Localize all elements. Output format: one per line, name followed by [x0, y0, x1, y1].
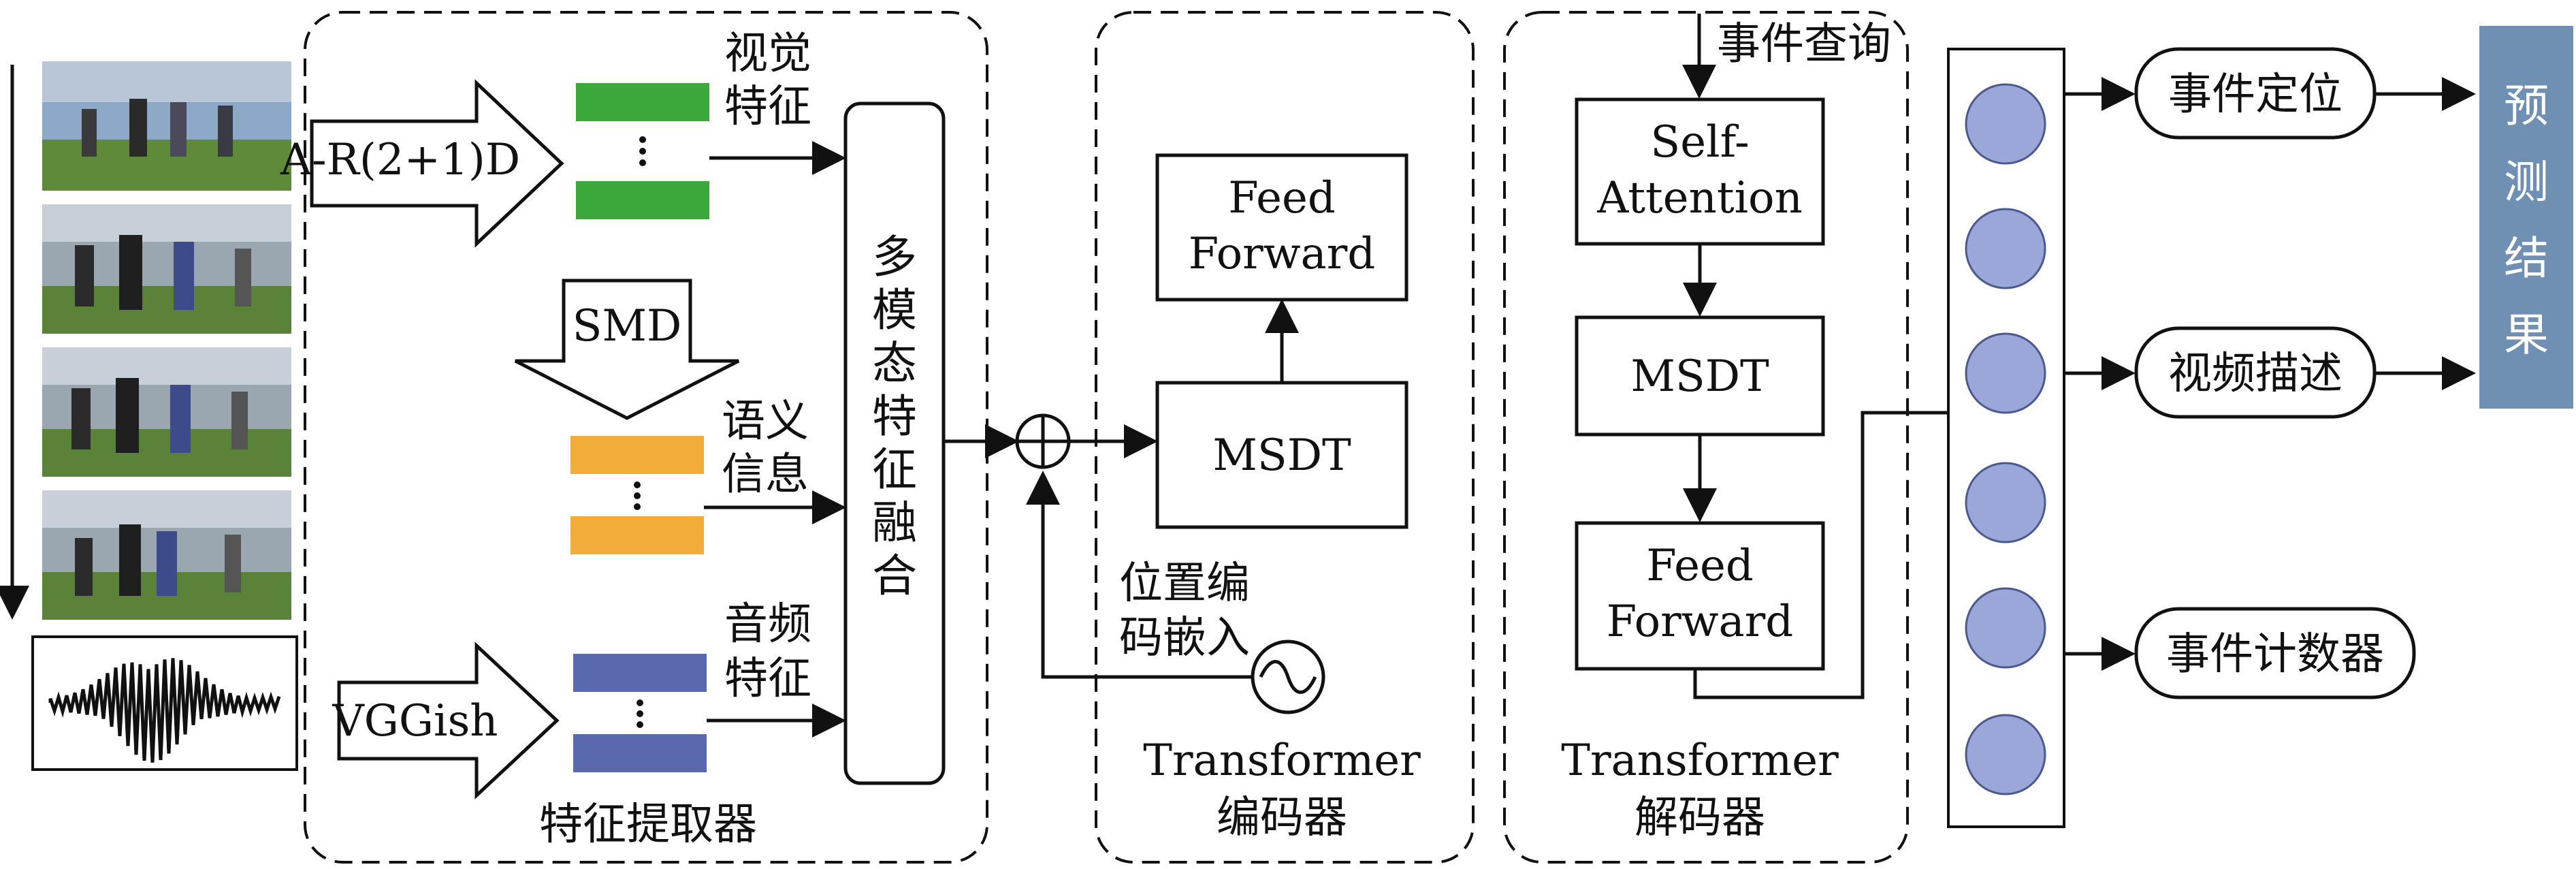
- encoder-title-2: 编码器: [1217, 793, 1347, 843]
- prediction-result-box: 预 测 结 果: [2479, 26, 2573, 409]
- svg-text:视频描述: 视频描述: [2168, 349, 2342, 399]
- video-frame-2: [42, 204, 291, 334]
- svg-text:MSDT: MSDT: [1212, 430, 1351, 481]
- decoder-self-attention-box: Self- Attention: [1575, 97, 1825, 246]
- input-video-frames: [0, 61, 291, 620]
- encoder-feed-forward-box: Feed Forward: [1155, 153, 1408, 302]
- semantic-feature-bars: [570, 436, 704, 554]
- decoder-output-nodes: [1947, 48, 2065, 828]
- svg-text:测: 测: [2504, 156, 2549, 208]
- decoder-msdt-box: MSDT: [1575, 315, 1825, 437]
- visual-feature-label-2: 特征: [724, 82, 811, 132]
- position-encoding-label-2: 码嵌入: [1119, 613, 1250, 663]
- svg-text:融: 融: [872, 496, 917, 549]
- event-counter-head: 事件计数器: [2134, 607, 2416, 699]
- feature-extractor-title: 特征提取器: [539, 800, 757, 850]
- feature-extractor-region: [304, 11, 988, 864]
- position-encoding-arrow: [1026, 471, 1251, 679]
- encoder-title-1: Transformer: [1143, 736, 1421, 786]
- semantic-label-2: 信息: [722, 449, 809, 500]
- waveform-icon: [48, 658, 281, 763]
- event-localization-head: 事件定位: [2134, 47, 2377, 140]
- decoder-title-2: 解码器: [1635, 793, 1765, 843]
- vggish-arrow: VGGish: [332, 642, 560, 800]
- svg-text:征: 征: [872, 443, 917, 496]
- svg-text:Self-: Self-: [1650, 117, 1749, 168]
- svg-text:Feed: Feed: [1646, 541, 1754, 591]
- position-encoding-label-1: 位置编: [1119, 558, 1250, 609]
- smd-label: SMD: [573, 301, 682, 351]
- decoder-feed-forward-box: Feed Forward: [1575, 521, 1825, 671]
- svg-text:结: 结: [2504, 232, 2549, 285]
- svg-text:事件计数器: 事件计数器: [2166, 629, 2384, 680]
- svg-text:Forward: Forward: [1607, 597, 1794, 647]
- output-node: [1965, 83, 2046, 165]
- circled-plus-icon: [1015, 413, 1071, 469]
- visual-feature-label-1: 视觉: [724, 29, 811, 79]
- audio-waveform-box: [31, 635, 298, 771]
- svg-text:态: 态: [872, 337, 917, 390]
- ar21d-label: A-R(2+1)D: [280, 135, 520, 185]
- video-caption-head: 视频描述: [2134, 326, 2377, 419]
- semantic-label-1: 语义: [722, 396, 809, 447]
- video-frame-4: [42, 490, 291, 620]
- audio-feature-label-1: 音频: [724, 599, 811, 650]
- output-node: [1965, 208, 2046, 289]
- svg-text:合: 合: [872, 550, 917, 602]
- audio-feature-bars: [573, 654, 707, 772]
- svg-text:预: 预: [2504, 80, 2549, 132]
- event-query-label: 事件查询: [1717, 19, 1891, 69]
- multimodal-fusion-box: 多 模 态 特 征 融 合: [843, 101, 946, 785]
- output-node: [1965, 462, 2046, 543]
- decoder-to-nodes-line: [1693, 411, 1948, 699]
- output-node: [1965, 587, 2046, 669]
- vggish-label: VGGish: [332, 696, 498, 746]
- video-frame-1: [42, 61, 291, 191]
- sine-wave-icon: [1251, 639, 1325, 714]
- visual-feature-bars: [576, 83, 709, 219]
- svg-text:Attention: Attention: [1596, 173, 1803, 223]
- smd-arrow: SMD: [514, 279, 740, 420]
- svg-text:多: 多: [872, 231, 917, 283]
- output-node: [1965, 714, 2046, 795]
- svg-text:Forward: Forward: [1189, 229, 1376, 279]
- audio-feature-label-2: 特征: [724, 654, 811, 704]
- svg-text:模: 模: [872, 284, 917, 336]
- svg-text:Feed: Feed: [1228, 173, 1336, 223]
- encoder-msdt-box: MSDT: [1155, 381, 1408, 529]
- decoder-title-1: Transformer: [1561, 736, 1839, 786]
- output-node: [1965, 332, 2046, 414]
- video-frame-3: [42, 347, 291, 477]
- ar21d-arrow: A-R(2+1)D: [280, 79, 564, 248]
- svg-text:果: 果: [2504, 309, 2549, 361]
- transformer-encoder-region: [1095, 11, 1475, 864]
- svg-text:特: 特: [872, 390, 917, 443]
- transformer-decoder-region: [1503, 11, 1909, 864]
- svg-text:MSDT: MSDT: [1630, 351, 1769, 402]
- svg-text:事件定位: 事件定位: [2168, 69, 2342, 120]
